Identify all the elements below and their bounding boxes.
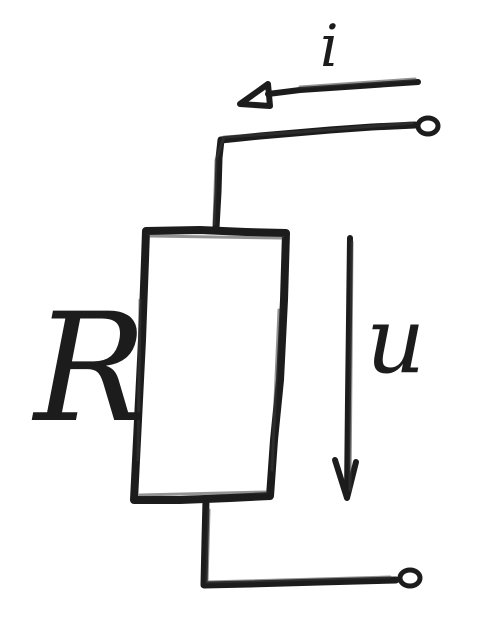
bottom-terminal [397, 567, 423, 589]
top-terminal [415, 115, 441, 137]
resistor-label: R [31, 282, 147, 456]
resistor-body [130, 226, 290, 504]
top-wire [212, 121, 419, 232]
voltage-label: u [366, 287, 425, 394]
bottom-wire [200, 496, 400, 589]
voltage-arrow [332, 235, 359, 501]
current-arrow [237, 77, 421, 109]
current-label: i [320, 12, 339, 80]
